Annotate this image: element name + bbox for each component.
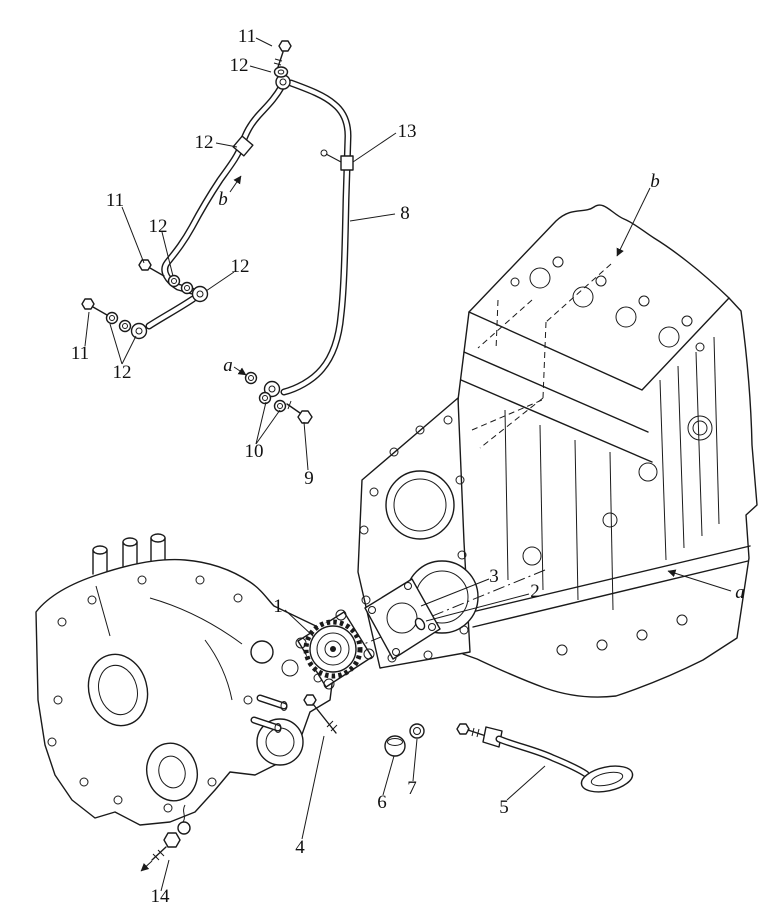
- case-top-bosses: [92, 533, 166, 575]
- callout-a-right: a: [735, 582, 745, 603]
- callout-4-bolt: 4: [295, 837, 305, 858]
- oil-pressure-sensor: [140, 804, 191, 872]
- callout-labels: 11 12 12 13 b 8 b 11 12 12 11 12 a 10 9 …: [71, 26, 745, 905]
- oil-suction-pipe: [456, 723, 634, 793]
- timing-gear-case: [35, 533, 336, 826]
- lubrication-piping: [81, 40, 354, 424]
- callout-6-plug: 6: [377, 792, 387, 813]
- oil-pump-gasket: [364, 578, 441, 660]
- pipe-clamp-13: [320, 149, 354, 171]
- callout-2-pin: 2: [530, 581, 540, 602]
- callout-10-washers: 10: [245, 441, 264, 462]
- callout-b-right: b: [650, 171, 660, 192]
- callout-14-sensor: 14: [151, 886, 171, 905]
- dowel-pin: [414, 617, 426, 631]
- engine-block: [457, 204, 758, 698]
- plug-washer: [409, 723, 425, 739]
- callout-8-pipe: 8: [400, 203, 410, 224]
- bolt-9: [286, 400, 313, 424]
- bolt-11-mid: [138, 259, 165, 277]
- union-nut-12: [232, 135, 254, 157]
- callout-7-washer: 7: [407, 778, 417, 799]
- callout-5-suction-pipe: 5: [499, 797, 509, 818]
- callout-11-mid-bolt: 11: [106, 190, 124, 211]
- plug: [384, 735, 406, 757]
- washer-12-top: [273, 66, 289, 78]
- callout-13-clamp: 13: [398, 121, 417, 142]
- oil-pump: [295, 609, 375, 690]
- callout-12-mid-washer: 12: [149, 216, 168, 237]
- callout-3-gasket: 3: [489, 566, 499, 587]
- pump-bolt: [303, 694, 338, 734]
- callout-12-low-washers: 12: [113, 362, 132, 383]
- bolt-11-top: [273, 40, 292, 68]
- callout-12-center: 12: [231, 256, 250, 277]
- callout-b-left: b: [218, 189, 228, 210]
- bolt-11-low: [81, 298, 108, 316]
- callout-12-union-nut: 12: [195, 132, 214, 153]
- callout-1-pump: 1: [273, 596, 283, 617]
- callout-11-low-bolt: 11: [71, 343, 89, 364]
- callout-11-top-bolt: 11: [238, 26, 256, 47]
- callout-12-top-washer: 12: [230, 55, 249, 76]
- callout-9-bolt: 9: [304, 468, 314, 489]
- leader-lines: [84, 37, 732, 892]
- callout-a-upper: a: [223, 355, 233, 376]
